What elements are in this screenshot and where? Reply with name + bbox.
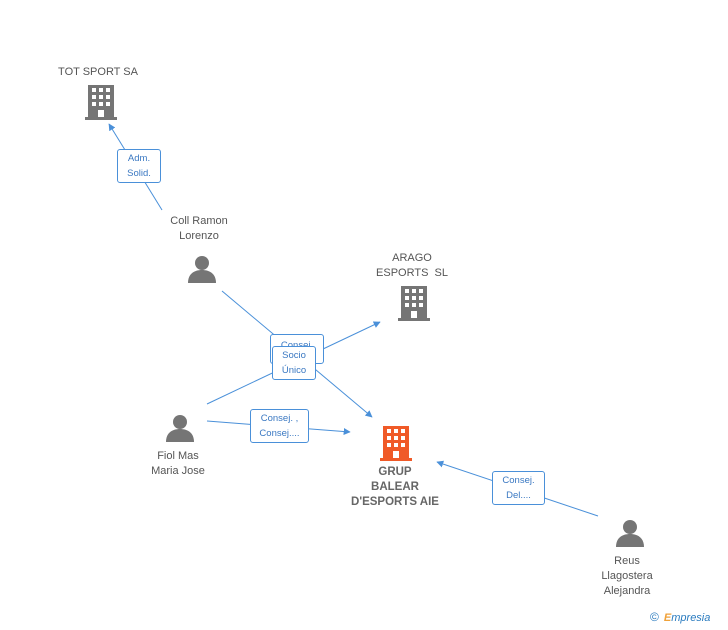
node-label-reus[interactable]: Reus Llagostera Alejandra bbox=[601, 554, 652, 599]
edge-label-line: Socio bbox=[282, 350, 306, 361]
node-label-arago-esports[interactable]: ARAGO ESPORTS SL bbox=[376, 251, 448, 281]
edge-label-adm-solid[interactable]: Adm. Solid. bbox=[117, 149, 161, 183]
edge-label-consej-reus[interactable]: Consej. Del.... bbox=[492, 471, 545, 505]
edge-label-line: Solid. bbox=[127, 168, 151, 179]
building-icon[interactable] bbox=[398, 285, 430, 321]
edge-label-line: Consej. , bbox=[260, 413, 299, 424]
edge-label-line: Adm. bbox=[127, 153, 151, 164]
brand-initial: E bbox=[663, 612, 672, 624]
edge-label-line: Consej. bbox=[275, 338, 319, 353]
node-name-line: Alejandra bbox=[603, 585, 651, 597]
node-name-line: Llagostera bbox=[601, 570, 653, 582]
node-name-line: BALEAR bbox=[371, 481, 419, 493]
node-name-line: TOT SPORT SA bbox=[58, 66, 138, 78]
node-label-grup-balear[interactable]: GRUP BALEAR D'ESPORTS AIE bbox=[351, 465, 439, 510]
edge-label-line: Único bbox=[281, 365, 307, 376]
building-icon[interactable] bbox=[380, 425, 412, 461]
node-name-line: GRUP bbox=[378, 466, 412, 478]
node-name-line: ESPORTS SL bbox=[376, 267, 448, 279]
node-name-line: ARAGO bbox=[392, 252, 432, 264]
node-name-line: Lorenzo bbox=[179, 230, 219, 242]
edge-label-line: Del.... bbox=[506, 490, 531, 501]
brand-name: mpresia bbox=[671, 612, 711, 624]
person-icon[interactable] bbox=[615, 518, 645, 548]
node-label-coll-ramon[interactable]: Coll Ramon Lorenzo bbox=[170, 214, 227, 244]
node-name-line: Reus bbox=[614, 555, 640, 567]
node-label-fiol-mas[interactable]: Fiol Mas Maria Jose bbox=[151, 449, 205, 479]
edge-label-consej-fiol[interactable]: Consej. , Consej.... bbox=[250, 409, 309, 443]
node-name-line: Maria Jose bbox=[151, 465, 205, 477]
brand-logo[interactable]: © Empresia bbox=[650, 610, 710, 624]
edge-label-socio-unico[interactable]: Socio Único bbox=[272, 346, 316, 380]
building-icon[interactable] bbox=[85, 84, 117, 120]
edge-label-line: Consej.... bbox=[259, 428, 300, 439]
node-name-line: Coll Ramon bbox=[170, 215, 228, 227]
node-label-tot-sport[interactable]: TOT SPORT SA bbox=[58, 65, 138, 80]
node-name-line: D'ESPORTS AIE bbox=[351, 496, 439, 508]
edge-label-line: Consej. bbox=[502, 475, 535, 486]
node-name-line: Fiol Mas bbox=[157, 450, 199, 462]
copyright-icon: © bbox=[650, 610, 659, 624]
person-icon[interactable] bbox=[187, 254, 217, 284]
person-icon[interactable] bbox=[165, 413, 195, 443]
